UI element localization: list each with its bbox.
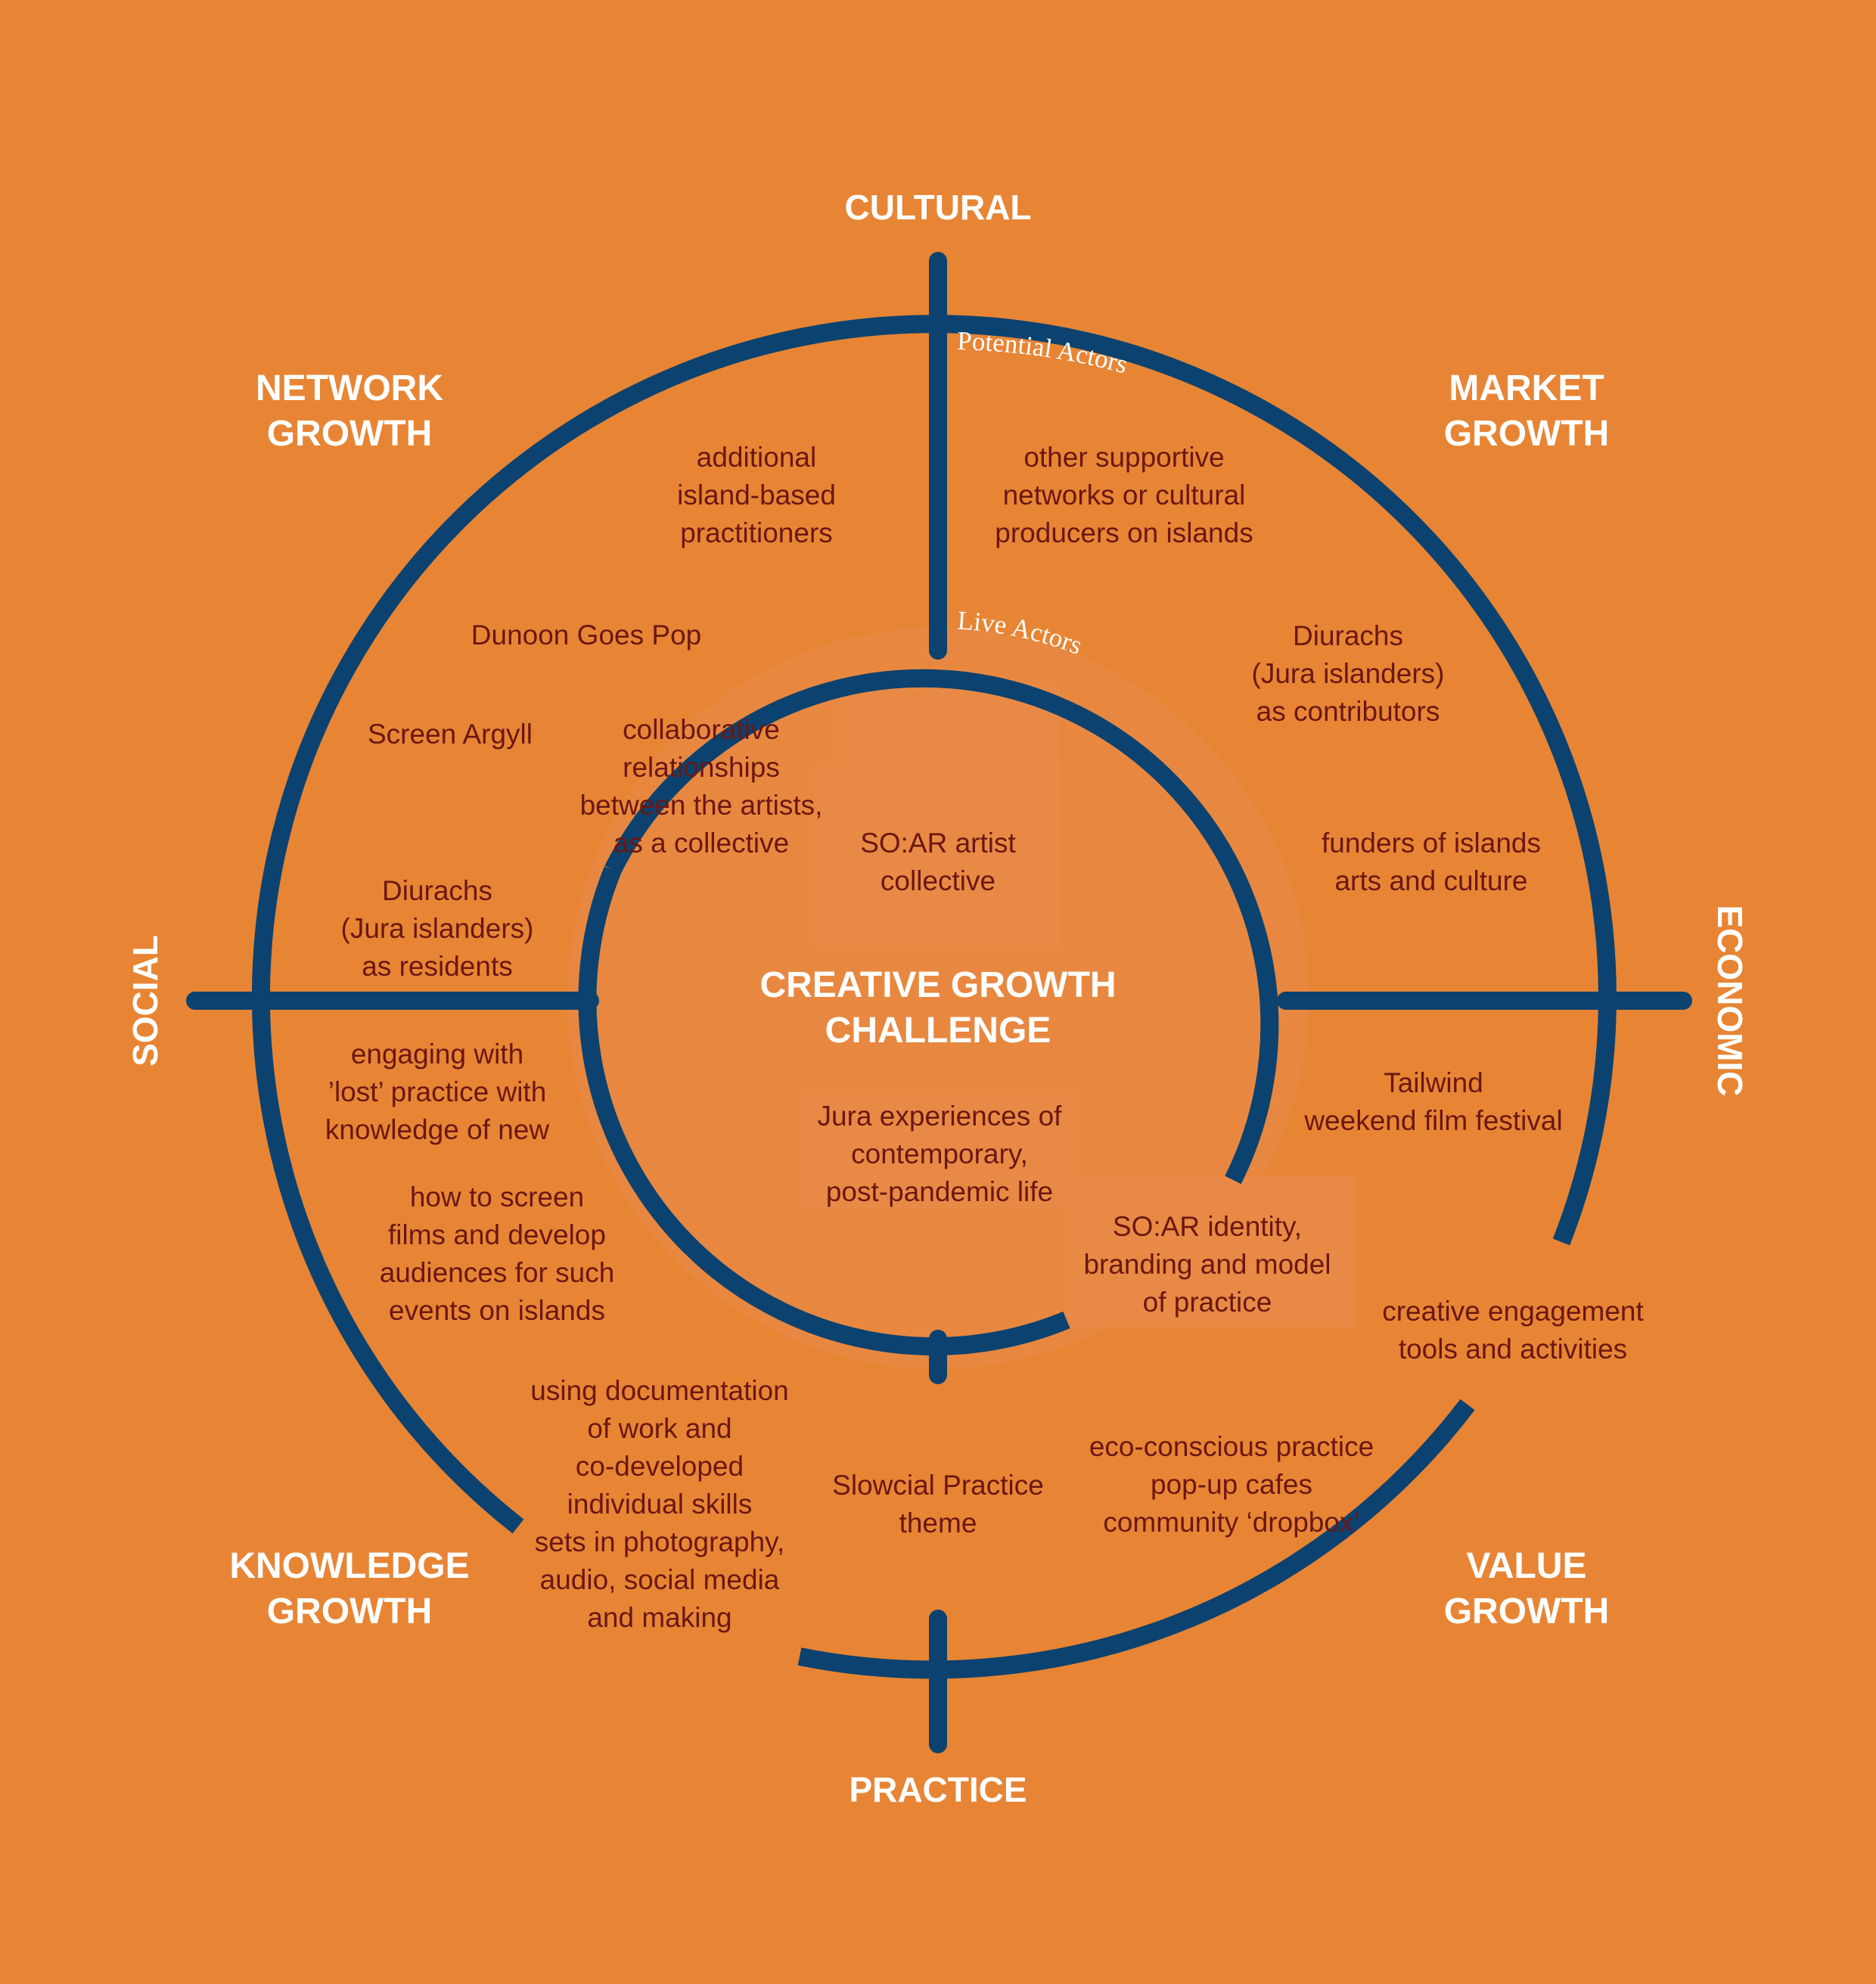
axis-label-cultural: CULTURAL bbox=[845, 188, 1032, 227]
text-line: arts and culture bbox=[1334, 865, 1527, 896]
text-line: as residents bbox=[362, 951, 513, 982]
item-soar-identity: SO:AR identity, branding and model of prac… bbox=[1083, 1211, 1331, 1318]
axis-spokes bbox=[186, 252, 1692, 1753]
item-soar-collective: SO:AR artist collective bbox=[860, 827, 1016, 896]
text-line: additional bbox=[697, 442, 816, 473]
item-dunoon-goes-pop: Dunoon Goes Pop bbox=[471, 619, 701, 650]
text-line: practitioners bbox=[680, 517, 833, 548]
item-using-documentation: using documentation of work and co-develop… bbox=[530, 1375, 788, 1633]
text-line: Diurachs bbox=[382, 875, 492, 906]
item-creative-engagement-tools: creative engagement tools and activities bbox=[1382, 1296, 1644, 1365]
text-line: individual skills bbox=[567, 1489, 753, 1520]
text-line: engaging with bbox=[351, 1039, 523, 1070]
text-line: networks or cultural bbox=[1003, 480, 1246, 511]
text-line: Dunoon Goes Pop bbox=[471, 619, 701, 650]
text-line: eco-conscious practice bbox=[1089, 1431, 1374, 1462]
item-tailwind: Tailwind weekend film festival bbox=[1303, 1067, 1562, 1136]
text-line: branding and model bbox=[1083, 1249, 1331, 1280]
item-jura-experiences: Jura experiences of contemporary, post-pan… bbox=[818, 1101, 1063, 1207]
text-line: collective bbox=[881, 865, 995, 896]
outer-ring-arc bbox=[252, 315, 1617, 1534]
text-line: of work and bbox=[587, 1413, 731, 1444]
quadrant-label-network: NETWORK GROWTH bbox=[256, 368, 443, 454]
text-line: island-based bbox=[677, 480, 836, 511]
center-title: CREATIVE GROWTH CHALLENGE bbox=[759, 965, 1116, 1051]
text-line: audiences for such bbox=[380, 1257, 615, 1288]
text-line: post-pandemic life bbox=[826, 1176, 1053, 1207]
text-line: ’lost’ practice with bbox=[328, 1076, 547, 1107]
quadrant-label-value: VALUE GROWTH bbox=[1444, 1546, 1610, 1632]
text-line: sets in photography, bbox=[535, 1526, 784, 1557]
text-line: other supportive bbox=[1023, 442, 1224, 473]
text-line: GROWTH bbox=[1444, 414, 1610, 454]
text-line: and making bbox=[587, 1602, 731, 1633]
item-funders: funders of islands arts and culture bbox=[1322, 827, 1541, 896]
item-eco-conscious-practice: eco-conscious practice pop-up cafes commun… bbox=[1089, 1431, 1374, 1538]
text-line: weekend film festival bbox=[1303, 1105, 1562, 1136]
text-line: tools and activities bbox=[1399, 1334, 1627, 1365]
text-line: (Jura islanders) bbox=[341, 913, 534, 944]
quadrant-label-market: MARKET GROWTH bbox=[1444, 368, 1610, 454]
text-line: pop-up cafes bbox=[1151, 1469, 1312, 1500]
text-line: funders of islands bbox=[1322, 827, 1541, 858]
text-line: community ‘dropbox’ bbox=[1103, 1507, 1359, 1538]
text-line: GROWTH bbox=[267, 414, 433, 454]
item-additional-practitioners: additional island-based practitioners bbox=[677, 442, 836, 548]
text-line: co-developed bbox=[576, 1451, 744, 1482]
text-line: as contributors bbox=[1256, 696, 1440, 727]
text-line: how to screen bbox=[410, 1181, 584, 1212]
text-line: GROWTH bbox=[267, 1591, 433, 1632]
outer-ring-arc-lower bbox=[797, 1399, 1475, 1679]
item-engaging-lost-practice: engaging with ’lost’ practice with knowled… bbox=[325, 1039, 549, 1145]
item-diurachs-residents: Diurachs (Jura islanders) as residents bbox=[341, 875, 534, 982]
item-how-to-screen: how to screen films and develop audiences … bbox=[380, 1181, 615, 1326]
text-line: SO:AR identity, bbox=[1113, 1211, 1302, 1242]
text-line: Screen Argyll bbox=[368, 719, 533, 750]
text-line: between the artists, bbox=[580, 790, 823, 821]
text-line: audio, social media bbox=[540, 1564, 780, 1595]
highlight-boxes bbox=[799, 685, 1356, 1327]
text-line: KNOWLEDGE bbox=[229, 1546, 469, 1586]
text-line: as a collective bbox=[613, 827, 789, 858]
axis-label-practice: PRACTICE bbox=[849, 1770, 1027, 1809]
text-line: CHALLENGE bbox=[825, 1011, 1051, 1051]
axis-label-social: SOCIAL bbox=[126, 935, 165, 1067]
text-line: SO:AR artist bbox=[860, 827, 1016, 858]
text-line: Diurachs bbox=[1293, 620, 1403, 651]
inner-ring-arc bbox=[604, 669, 1279, 1185]
item-screen-argyll: Screen Argyll bbox=[368, 719, 533, 750]
quadrant-label-knowledge: KNOWLEDGE GROWTH bbox=[229, 1546, 469, 1632]
text-line: events on islands bbox=[389, 1295, 605, 1326]
item-collaborative-relationships: collaborative relationships between the ar… bbox=[580, 714, 823, 858]
text-line: creative engagement bbox=[1382, 1296, 1644, 1327]
text-line: NETWORK bbox=[256, 368, 443, 408]
text-line: (Jura islanders) bbox=[1252, 658, 1445, 689]
text-line: CREATIVE GROWTH bbox=[759, 965, 1116, 1005]
text-line: films and develop bbox=[388, 1219, 606, 1250]
text-line: producers on islands bbox=[995, 517, 1253, 548]
text-line: contemporary, bbox=[851, 1138, 1028, 1169]
text-line: Jura experiences of bbox=[818, 1101, 1063, 1132]
text-line: Slowcial Practice bbox=[832, 1470, 1044, 1501]
text-line: Tailwind bbox=[1384, 1067, 1483, 1098]
text-line: collaborative bbox=[623, 714, 780, 745]
text-line: GROWTH bbox=[1444, 1591, 1610, 1632]
item-diurachs-contributors: Diurachs (Jura islanders) as contributors bbox=[1252, 620, 1445, 727]
text-line: MARKET bbox=[1449, 368, 1604, 408]
axis-label-economic: ECONOMIC bbox=[1710, 905, 1750, 1097]
text-line: knowledge of new bbox=[325, 1114, 549, 1145]
text-line: of practice bbox=[1143, 1287, 1272, 1318]
item-slowcial-practice: Slowcial Practice theme bbox=[832, 1470, 1044, 1538]
item-other-networks: other supportive networks or cultural prod… bbox=[995, 442, 1253, 548]
text-line: using documentation bbox=[530, 1375, 788, 1406]
text-line: theme bbox=[899, 1507, 977, 1538]
text-line: relationships bbox=[623, 752, 780, 783]
text-line: VALUE bbox=[1466, 1546, 1586, 1586]
